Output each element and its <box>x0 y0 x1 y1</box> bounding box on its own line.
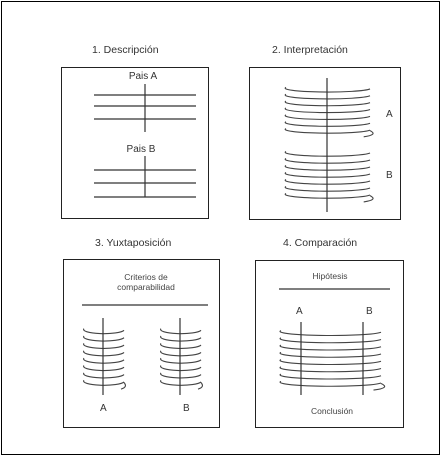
comparison-label-b: B <box>366 306 373 317</box>
juxtaposition-label-b: B <box>183 403 190 414</box>
juxtaposition-coil-b <box>160 328 203 390</box>
comparison-label-a: A <box>296 306 303 317</box>
interpretation-label-a: A <box>386 109 393 120</box>
interpretation-coil-b <box>284 151 374 203</box>
panel-2-title: 2. Interpretación <box>272 44 348 56</box>
panel-1-title: 1. Descripción <box>92 44 159 56</box>
panel-4-title: 4. Comparación <box>283 237 358 249</box>
comparison-coil <box>279 330 386 391</box>
conclusion-label: Conclusión <box>310 406 354 416</box>
panel-description <box>61 67 209 219</box>
criteria-label-line1: Criterios de <box>124 272 168 282</box>
panel-juxtaposition <box>63 259 220 428</box>
hypothesis-label: Hipótesis <box>312 271 348 281</box>
interpretation-label-b: B <box>386 170 393 181</box>
panel-3-title: 3. Yuxtaposición <box>95 237 172 249</box>
panel-comparison <box>255 260 404 428</box>
country-b-label: Pais B <box>126 144 156 155</box>
interpretation-coil-a <box>284 86 374 138</box>
country-a-label: Pais A <box>128 71 158 82</box>
juxtaposition-coil-a <box>83 328 126 390</box>
panel-interpretation <box>249 67 401 220</box>
juxtaposition-label-a: A <box>100 403 107 414</box>
criteria-label-line2: comparabilidad <box>117 282 175 292</box>
